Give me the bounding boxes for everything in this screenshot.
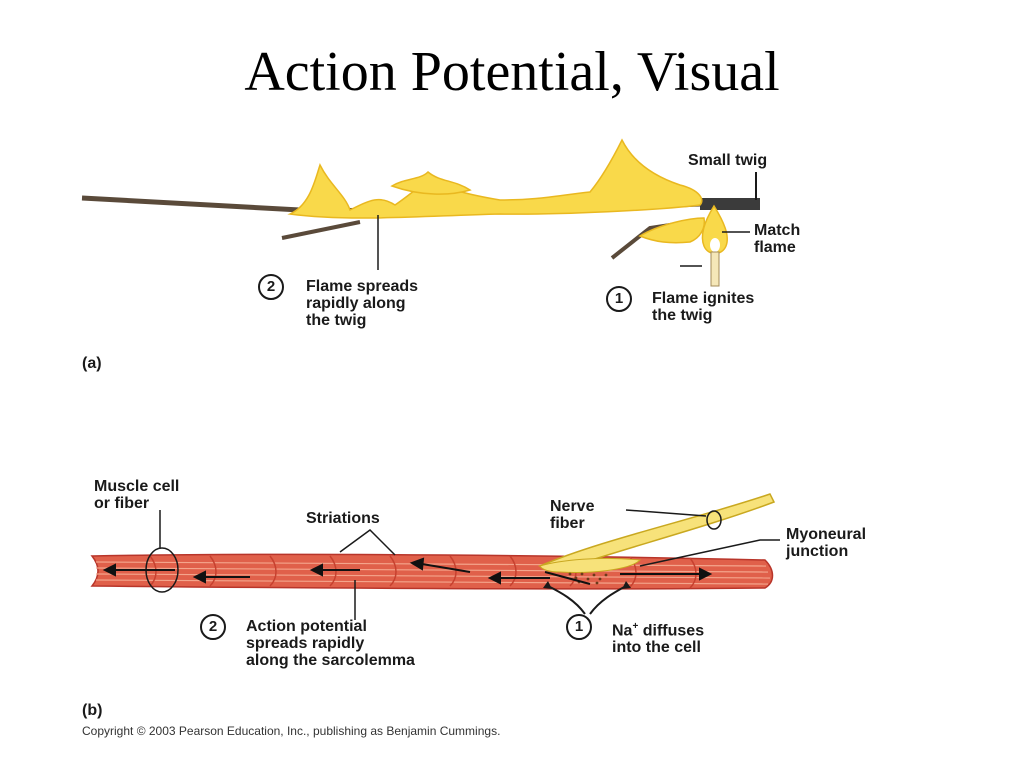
panel-a-label: (a): [82, 355, 102, 372]
step1-number-b: 1: [566, 614, 592, 640]
myoneural-junction-label: Myoneural junction: [786, 526, 867, 560]
step2-number-a: 2: [258, 274, 284, 300]
fiber-striations: [95, 561, 771, 585]
twig-branch: [281, 220, 361, 240]
na-superscript: +: [632, 621, 639, 632]
small-twig-label: Small twig: [688, 152, 768, 169]
into-cell-text: into the cell: [612, 639, 701, 657]
flame-lower: [638, 217, 706, 244]
myoneural-junction-shape: [539, 557, 642, 573]
step2-number-b: 2: [200, 614, 226, 640]
striations-leader: [339, 529, 396, 556]
junction-leader: [639, 539, 780, 567]
nerve-fiber-marker: [706, 510, 722, 530]
nerve-fiber-label: Nerve fiber: [550, 498, 595, 532]
slide-title: Action Potential, Visual: [244, 41, 780, 103]
twig-illustration: [81, 138, 760, 287]
step2-label-b: Action potential spreads rapidly along t…: [246, 618, 415, 669]
match-stick: [710, 251, 720, 287]
muscle-fiber-illustration: [90, 493, 780, 620]
na-diffuse-arrows: [547, 585, 627, 615]
nerve-fiber-leader: [625, 509, 707, 517]
copyright-notice: Copyright © 2003 Pearson Education, Inc.…: [82, 724, 501, 738]
panel-b-label: (b): [82, 702, 103, 719]
step1-label-b: Na+ diffuses into the cell: [612, 618, 704, 656]
step1-label-a: Flame ignites the twig: [652, 290, 755, 324]
flame-tongue: [390, 170, 472, 195]
step2-label-a: Flame spreads rapidly along the twig: [306, 278, 419, 329]
match-flame-core: [710, 238, 720, 252]
muscle-cell-label: Muscle cell or fiber: [94, 478, 180, 512]
diffuses-text: diffuses: [638, 622, 705, 640]
striations-label: Striations: [306, 510, 380, 527]
small-twig-end: [700, 198, 760, 210]
propagation-arrows: [102, 557, 713, 585]
na-arrow-head-right: [622, 581, 631, 589]
na-text: Na: [612, 622, 633, 640]
nerve-fiber: [537, 493, 776, 573]
flame-left: [287, 138, 703, 219]
match-flame-label: Match flame: [754, 222, 801, 256]
na-arrow-head-left: [543, 581, 552, 589]
step1-number-a: 1: [606, 286, 632, 312]
